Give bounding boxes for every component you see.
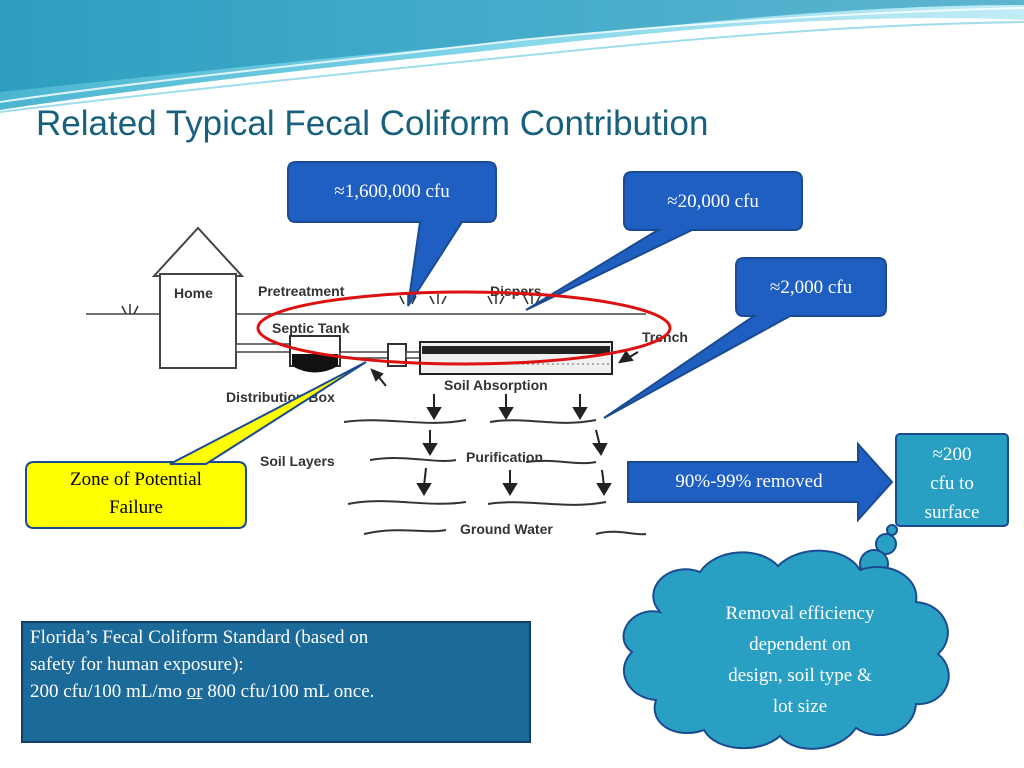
callout-removed: 90%-99% removed — [675, 471, 823, 492]
standard-box-shape — [21, 621, 531, 743]
soil-layers-label: Soil Layers — [260, 453, 335, 469]
cloud-line-4: lot size — [772, 696, 828, 717]
standard-line-3-post: 800 cfu/100 mL once. — [202, 681, 375, 702]
failure-line-1: Zone of Potential — [70, 469, 202, 490]
cloud-line-2: dependent on — [749, 634, 851, 655]
pretreatment-label: Pretreatment — [258, 283, 345, 299]
failure-zone-tail — [169, 361, 367, 465]
cloud-text: Removal efficiency dependent on design, … — [680, 598, 920, 722]
callout-dispersal-shape — [525, 171, 803, 311]
callout-soil-cfu: ≈2,000 cfu — [769, 277, 853, 298]
septic-tank-label: Septic Tank — [272, 320, 350, 336]
soil-absorption-label: Soil Absorption — [444, 377, 548, 393]
home-icon — [151, 226, 245, 369]
callout-soil-shape — [603, 257, 887, 419]
standard-line-3-pre: 200 cfu/100 mL/mo — [30, 681, 187, 702]
failure-line-2: Failure — [109, 497, 163, 518]
header-wave-decoration — [0, 0, 1024, 113]
slide-title: Related Typical Fecal Coliform Contribut… — [36, 104, 709, 143]
callout-pretreatment-shape — [287, 161, 497, 307]
failure-zone-box — [25, 461, 247, 529]
standard-line-1: Florida’s Fecal Coliform Standard (based… — [30, 627, 369, 648]
home-label: Home — [174, 285, 213, 301]
callout-surface: ≈200 cfu to surface — [898, 440, 1006, 527]
septic-tank-icon — [289, 335, 341, 373]
surface-box — [895, 433, 1009, 527]
thought-bubble-medium — [875, 533, 897, 555]
purification-label: Purification — [466, 449, 543, 465]
surface-line-3: surface — [924, 502, 980, 523]
removed-arrow-shape — [627, 441, 894, 523]
ground-water-label: Ground Water — [460, 521, 553, 537]
callout-dispersal-cfu: ≈20,000 cfu — [667, 191, 759, 212]
standard-line-3: 200 cfu/100 mL/mo or 800 cfu/100 mL once… — [30, 678, 526, 705]
highlight-ellipse — [256, 290, 672, 366]
cloud-line-1: Removal efficiency — [725, 603, 875, 624]
soil-layer-lines — [343, 419, 647, 536]
cloud-line-3: design, soil type & — [728, 665, 872, 686]
standard-line-3-or: or — [186, 681, 203, 702]
standard-line-2: safety for human exposure): — [30, 654, 244, 675]
surface-line-1: ≈200 — [932, 444, 972, 465]
surface-line-2: cfu to — [930, 473, 974, 494]
standard-box-text: Florida’s Fecal Coliform Standard (based… — [30, 624, 526, 705]
flow-arrows — [370, 350, 639, 496]
efficiency-cloud — [622, 549, 950, 750]
failure-zone-text: Zone of Potential Failure — [28, 466, 244, 522]
callout-pretreatment-cfu: ≈1,600,000 cfu — [334, 181, 450, 202]
grass-tufts — [121, 294, 541, 315]
